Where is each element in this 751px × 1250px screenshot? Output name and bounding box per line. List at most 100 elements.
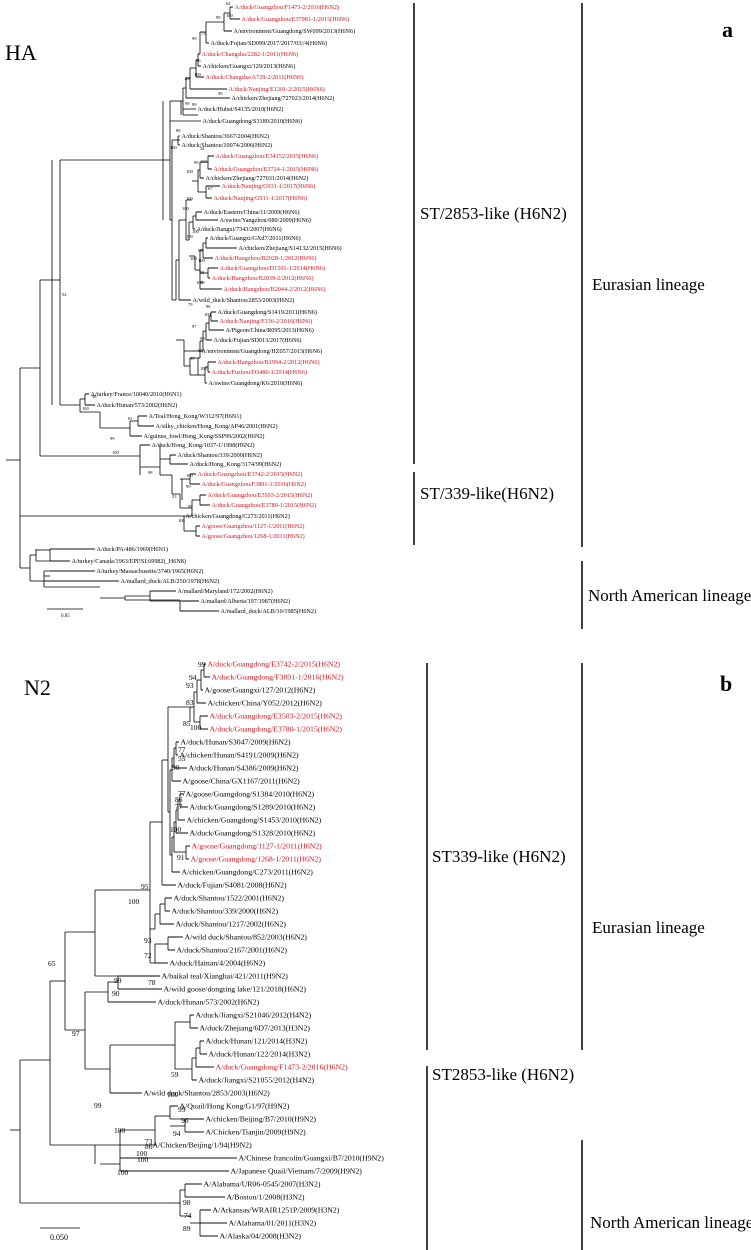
bootstrap-value: 83 bbox=[128, 416, 133, 421]
bootstrap-value: 100 bbox=[192, 229, 200, 234]
taxon-label: A/duck/Guangdong/S1419/2011(H6N6) bbox=[218, 309, 317, 316]
taxon-label: A/duck/Guangdong/F3891-1/2016(H6N2) bbox=[212, 673, 345, 682]
taxon-label: A/duck/Changsha/2282-1/2011(H6N6) bbox=[202, 51, 299, 58]
bootstrap-value: 90 bbox=[112, 989, 120, 998]
taxon-label: A/environment/Guangdong/SW099/2013(H6N6) bbox=[234, 28, 356, 35]
taxon-label: A/duck/Changsha/A729-2/2011(H6N6) bbox=[206, 74, 304, 81]
taxon-label: A/wild duck/Shantou/2853/2003(H6N2) bbox=[144, 1089, 271, 1098]
taxon-label: A/mallard/Maryland/172/2002(H6N2) bbox=[178, 588, 273, 595]
bootstrap-value: 94 bbox=[189, 673, 197, 682]
taxon-label: A/duck/Jiangxi/S21046/2012(H4N2) bbox=[196, 1011, 312, 1020]
taxon-label: A/Chinese francolin/Guangxi/B7/2010(H9N2… bbox=[239, 1154, 385, 1163]
clade-label-st2853: ST/2853-like (H6N2) bbox=[420, 204, 567, 223]
taxon-label: A/Chicken/Tianjin/2009(H9N2) bbox=[206, 1128, 307, 1137]
taxon-label: A/goose/Guangdong/1268-1/2011(H6N2) bbox=[191, 855, 322, 864]
bootstrap-value: 89 bbox=[183, 1224, 191, 1233]
bootstrap-value: 93 bbox=[144, 936, 152, 945]
taxon-label: A/duck/Guangzhou/E3742-2/2015(H6N2) bbox=[198, 471, 303, 478]
taxon-label: A/duck/Nanjing/G931-1/2017(H6N6) bbox=[222, 183, 316, 190]
bootstrap-value: 53 bbox=[172, 494, 177, 499]
taxon-label: A/duck/Hangzhou/B2039-2/2012(H6N6) bbox=[212, 275, 314, 282]
taxon-label: A/silky_chicken/Hong_Kong/AP46/2001(H6N2… bbox=[156, 423, 278, 430]
bootstrap-value: 54 bbox=[200, 146, 205, 151]
bootstrap-value: 99 bbox=[94, 1101, 102, 1110]
taxon-label: A/duck/Zhejiang/6D7/2013(H3N2) bbox=[200, 1024, 311, 1033]
taxon-label: A/duck/Guangdong/S1328/2010(H6N2) bbox=[190, 829, 316, 838]
taxon-label: A/Pigeon/China/R095/2013(H6N6) bbox=[226, 327, 314, 334]
panel-a-branches bbox=[6, 6, 240, 612]
taxon-label: A/goose/China/GX1167/2011(H6N2) bbox=[183, 777, 301, 786]
bootstrap-value: 98 bbox=[148, 470, 153, 475]
bootstrap-value: 100 bbox=[200, 159, 208, 164]
taxon-label: A/chicken/Zhejiang/727023/2014(H6N2) bbox=[232, 95, 335, 102]
taxon-label: A/duck/Fuzhou/D3480-1/2014(H6N6) bbox=[212, 369, 308, 376]
bootstrap-value: 77 bbox=[178, 745, 186, 754]
bootstrap-value: 100 bbox=[167, 1090, 179, 1099]
taxon-label: A/duck/Hunan/122/2014(H3N2) bbox=[209, 1050, 311, 1059]
taxon-label: A/duck/Hunan/121/2014(H3N2) bbox=[206, 1037, 308, 1046]
panel-b-taxon-labels: A/duck/Guangdong/E3742-2/2015(H6N2)A/duc… bbox=[144, 660, 385, 1241]
bootstrap-value: 99 bbox=[192, 36, 197, 41]
bootstrap-value: 93 bbox=[186, 681, 194, 690]
bootstrap-value: 73 bbox=[145, 1137, 153, 1146]
bootstrap-value: 100 bbox=[170, 145, 178, 150]
taxon-label: A/duck/Hunan/573/2002(H6N2) bbox=[158, 998, 260, 1007]
bootstrap-value: 100 bbox=[82, 406, 90, 411]
panel-b-branches bbox=[10, 663, 237, 1237]
taxon-label: A/mallard/Alberta/197/1987(H6N2) bbox=[201, 598, 291, 605]
taxon-label: A/duck/Nanjing/F336-2/2016(H6N6) bbox=[220, 318, 313, 325]
taxon-label: A/duck/Fujian/SD099/2017/2017/03//4(H6N6… bbox=[211, 40, 328, 47]
panel-b-title: N2 bbox=[24, 675, 51, 700]
bootstrap-value: 100 bbox=[136, 1149, 148, 1158]
taxon-label: A/duck/Guangdong/S1289/2010(H6N2) bbox=[190, 803, 316, 812]
bootstrap-value: 100 bbox=[128, 897, 140, 906]
taxon-label: A/environment/Guangdong/HZ057/2013(H6N6) bbox=[202, 348, 323, 355]
taxon-label: A/swine/Guangdong/K6/2010(H6N6) bbox=[209, 380, 303, 387]
taxon-label: A/duck/Guangzhou/E34152/2015(H6N6) bbox=[216, 153, 319, 160]
bootstrap-value: 100 bbox=[204, 312, 212, 317]
bootstrap-value: 86 bbox=[145, 1142, 153, 1151]
taxon-label: A/Chicken/Beijing/1/94(H9N2) bbox=[153, 1141, 253, 1150]
bootstrap-value: 100 bbox=[186, 196, 194, 201]
taxon-label: A/duck/Hainan/4/2004(H6N2) bbox=[170, 959, 266, 968]
bootstrap-value: 99 bbox=[186, 484, 191, 489]
taxon-label: A/duck/Fujian/SD013/2017(H6N6) bbox=[214, 337, 302, 344]
taxon-label: A/Teal/Hong_Kong/W312/97(H6N1) bbox=[149, 413, 242, 420]
bootstrap-value: 100 bbox=[184, 76, 192, 81]
clade-label-st339-b: ST339-like (H6N2) bbox=[432, 847, 566, 866]
taxon-label: A/duck/Guangdong/S3180/2010(H6N6) bbox=[203, 118, 303, 125]
panel-b-letter: b bbox=[720, 671, 732, 696]
scale-label-b: 0.050 bbox=[50, 1233, 68, 1242]
bootstrap-value: 99 bbox=[198, 660, 206, 669]
bootstrap-value: 100 bbox=[200, 366, 208, 371]
bootstrap-value: 97 bbox=[192, 324, 197, 329]
taxon-label: A/duck/Guangzhou/D1501-1/2014(H6N6) bbox=[220, 265, 326, 272]
taxon-label: A/duck/Guangzhou/E37981-1/2015(H6N6) bbox=[242, 16, 350, 23]
taxon-label: A/chicken/Hunan/S4191/2009(H6N2) bbox=[180, 751, 300, 760]
bootstrap-value: 99 bbox=[185, 101, 190, 106]
bootstrap-value: 98 bbox=[200, 336, 205, 341]
taxon-label: A/Quail/Hong Kong/G1/97(H9N2) bbox=[180, 1102, 290, 1111]
bootstrap-value: 100 bbox=[190, 723, 202, 732]
bootstrap-value: 100 bbox=[182, 206, 190, 211]
taxon-label: A/duck/Guangzhou/E3724-1/2015(H6N6) bbox=[214, 166, 319, 173]
bootstrap-value: 95 bbox=[141, 882, 149, 891]
taxon-label: A/duck/Hunan/S3047/2009(H6N2) bbox=[181, 738, 291, 747]
bootstrap-value: 99 bbox=[190, 356, 195, 361]
bootstrap-value: 100 bbox=[186, 169, 194, 174]
taxon-label: A/chicken/Zhejiang/727031/2014(H6N2) bbox=[206, 175, 309, 182]
bootstrap-value: 64 bbox=[226, 1, 231, 6]
lineage-label-north-american-b: North American lineage bbox=[590, 1213, 751, 1232]
bootstrap-value: 100 bbox=[137, 1155, 149, 1164]
taxon-label: A/duck/Shantou/339/2000(H6N2) bbox=[178, 452, 263, 459]
bootstrap-value: 55 bbox=[178, 754, 186, 763]
taxon-label: A/Japanese Quail/Vietnam/7/2009(H9N2) bbox=[231, 1167, 363, 1176]
bootstrap-value: 100 bbox=[226, 13, 234, 18]
bootstrap-value: 78 bbox=[148, 978, 156, 987]
bootstrap-value: 100 bbox=[112, 450, 120, 455]
taxon-label: A/duck/Hubei/S4135/2010(H6N2) bbox=[198, 106, 284, 113]
taxon-label: A/baikal teal/Xianghai/421/2011(H9N2) bbox=[162, 972, 289, 981]
taxon-label: A/duck/Nanjing/G911-1/2017(H6N6) bbox=[214, 195, 308, 202]
